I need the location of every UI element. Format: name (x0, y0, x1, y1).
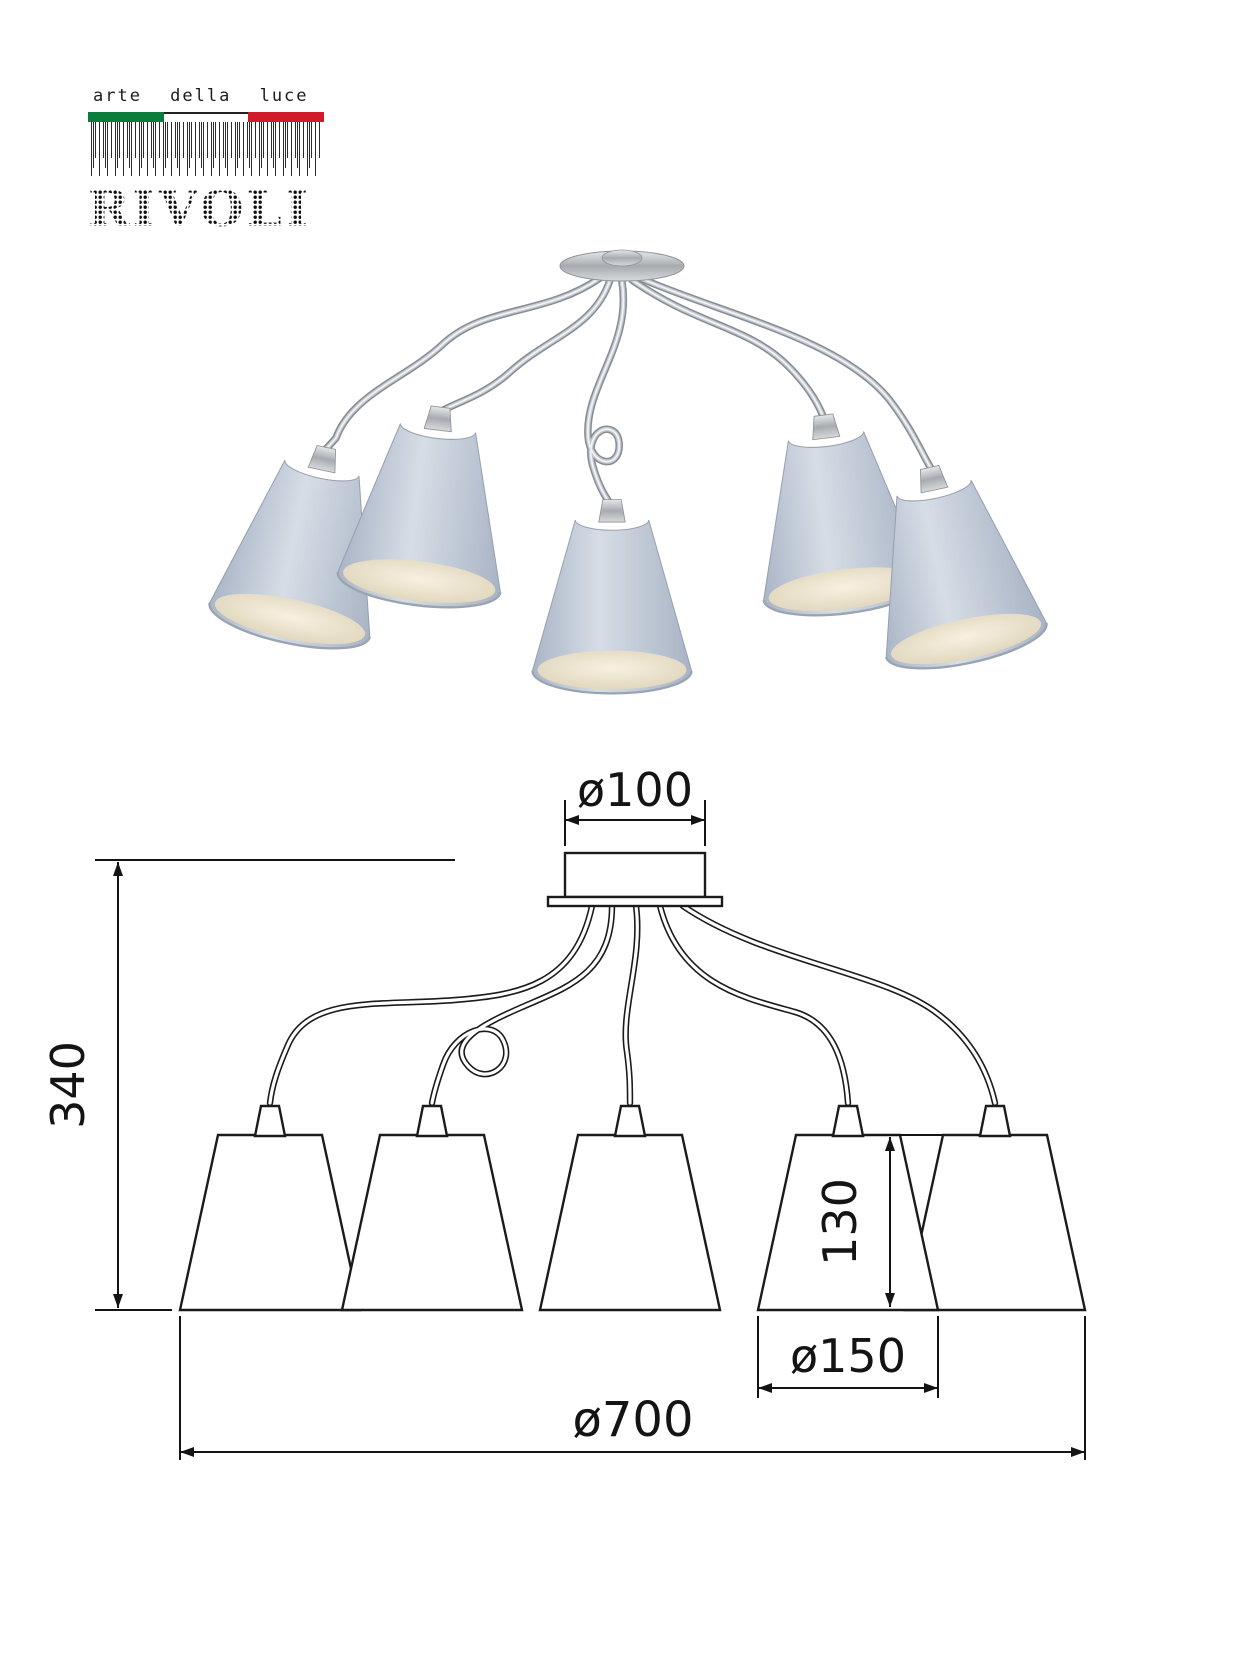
technical-drawing: ø100 340 130 (41, 763, 1087, 1460)
logo-strands-decoration (88, 122, 324, 178)
italian-flag-bar (88, 112, 324, 122)
flag-rule (88, 112, 324, 114)
dim-label-overall-diameter: ø700 (573, 1392, 694, 1448)
drawing-arms (270, 906, 995, 1103)
flag-green-segment (88, 112, 164, 122)
lamp-shade-2 (333, 396, 524, 617)
drawing-sockets (253, 1104, 1012, 1138)
drawing-shade-2 (340, 1133, 524, 1312)
dimension-shade-diameter: ø150 (757, 1316, 939, 1398)
ceiling-canopy (559, 249, 685, 282)
drawing-shade-1 (178, 1133, 362, 1312)
dim-label-shade-diameter: ø150 (790, 1329, 906, 1383)
dim-label-fixture-height: 340 (41, 1041, 95, 1129)
drawing-shade-4 (756, 1133, 940, 1312)
drawing-mount-plate (546, 851, 724, 908)
brand-tagline: arte della luce (93, 86, 309, 106)
dimension-mount-diameter: ø100 (564, 763, 706, 846)
brand-name: RIVOLI (88, 180, 311, 238)
dim-label-mount-diameter: ø100 (577, 763, 693, 817)
dimensions: ø100 340 130 (41, 763, 1086, 1460)
brand-name-wrap: RIVOLI (88, 180, 311, 238)
dimension-overall-diameter: ø700 (179, 1316, 1086, 1460)
product-photo (203, 249, 1053, 695)
brand-logo: arte della luce RIVOLI (88, 86, 324, 240)
dimension-fixture-height: 340 (41, 859, 455, 1311)
dim-label-shade-height: 130 (813, 1178, 867, 1266)
drawing-shade-3 (538, 1133, 722, 1312)
flag-red-segment (248, 112, 324, 122)
dimension-shade-height: 130 (813, 1134, 942, 1307)
drawing-shades (178, 1133, 1087, 1312)
lamp-shade-3 (531, 498, 693, 695)
